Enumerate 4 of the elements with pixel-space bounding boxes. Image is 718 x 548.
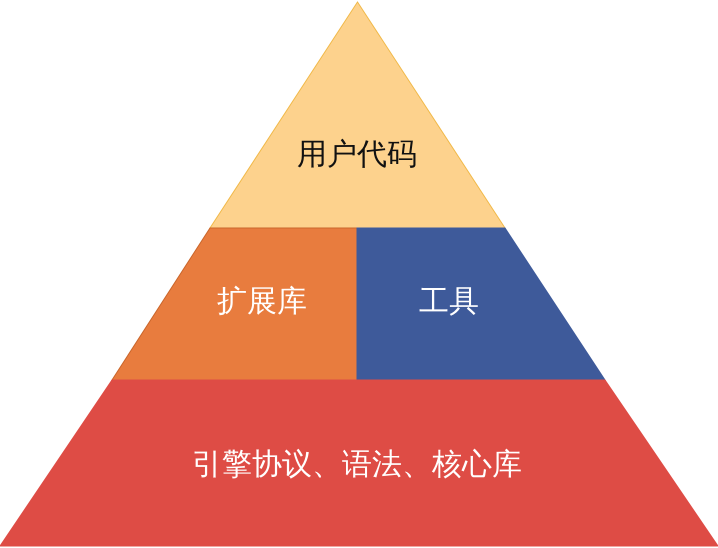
tier-label: 工具 — [419, 284, 479, 320]
tier-label: 引擎协议、语法、核心库 — [192, 447, 522, 483]
tier-label: 扩展库 — [217, 284, 307, 320]
tier-label: 用户代码 — [297, 137, 417, 173]
